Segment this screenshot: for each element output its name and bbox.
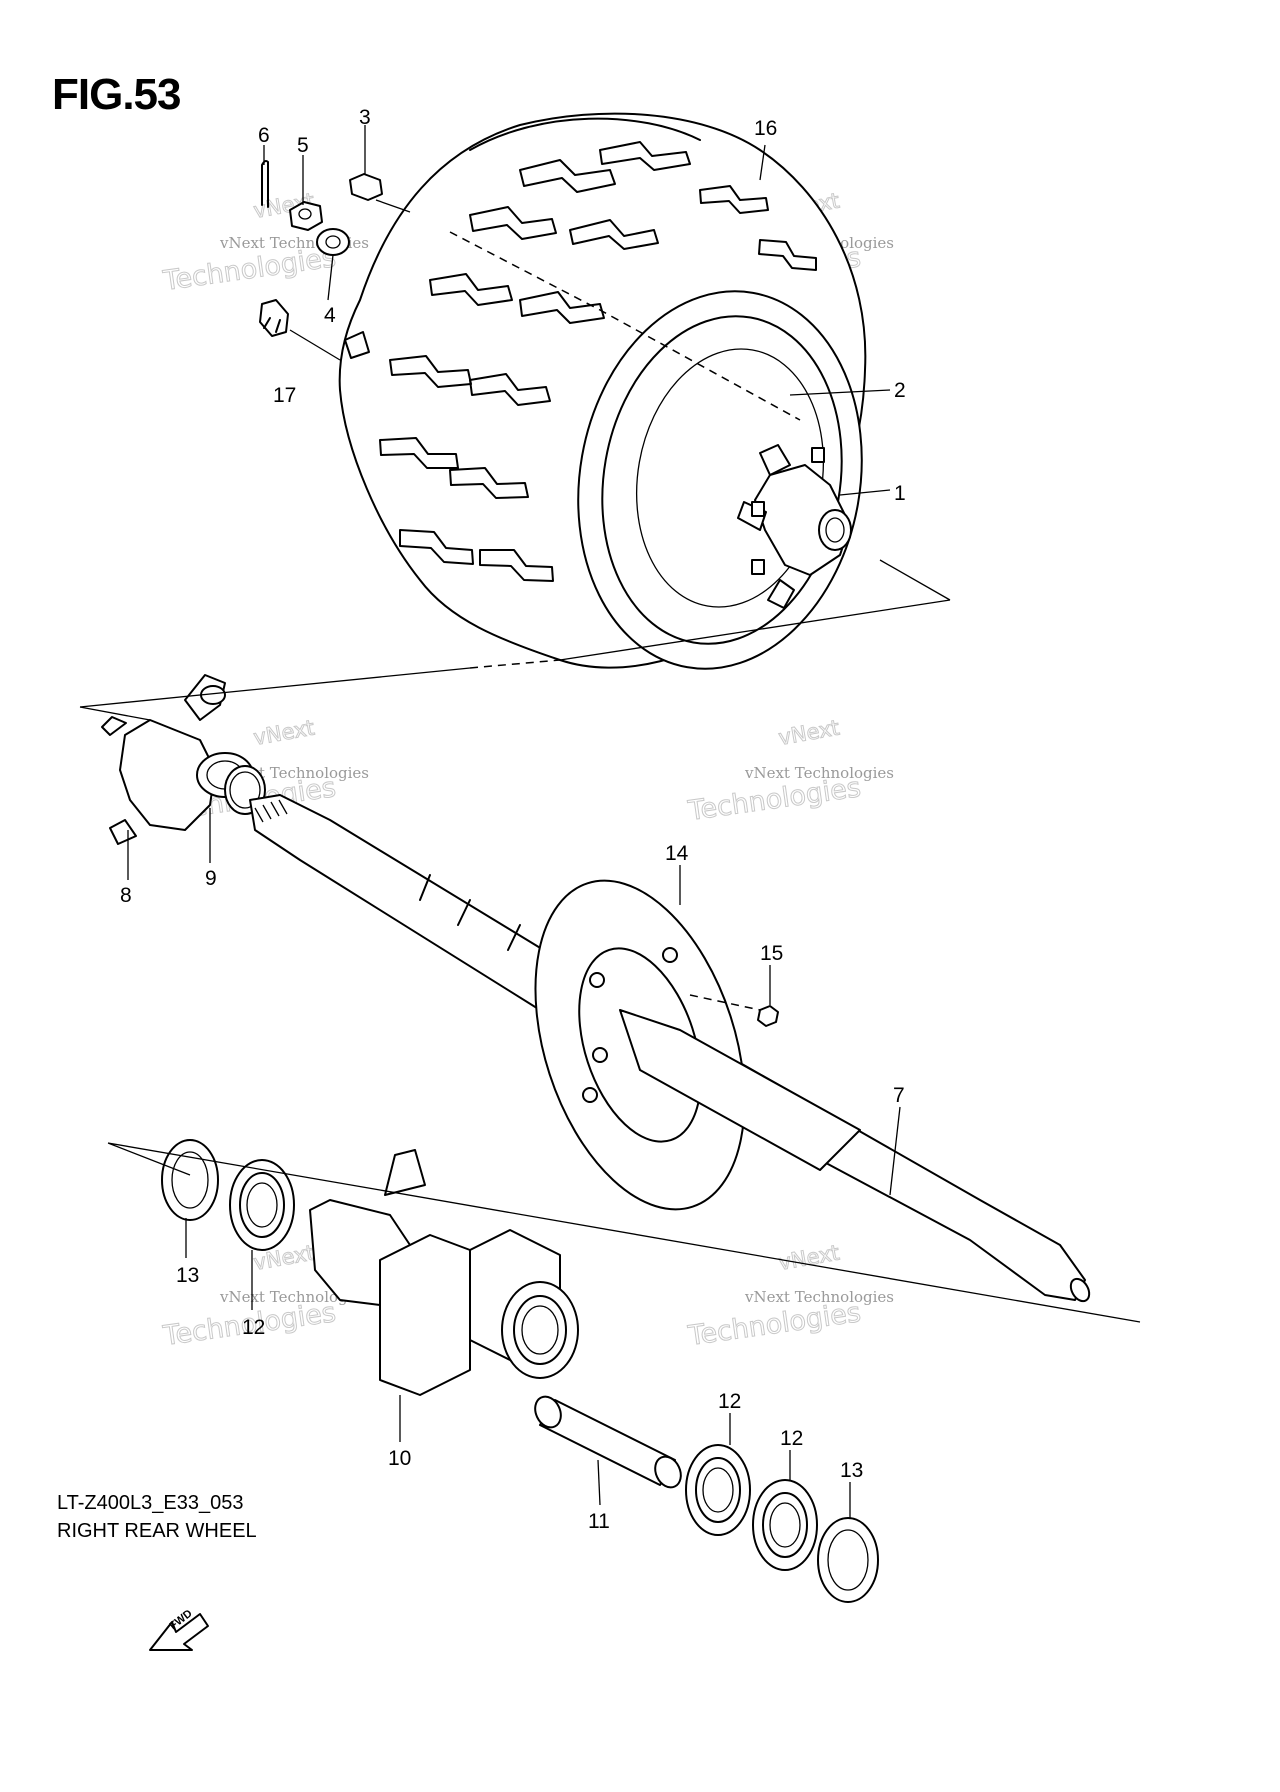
figure-name: RIGHT REAR WHEEL (57, 1520, 257, 1542)
figure-code: LT-Z400L3_E33_053 (57, 1492, 244, 1514)
callout-13-right: 13 (840, 1459, 863, 1482)
callout-12-left: 12 (242, 1316, 265, 1339)
spacer-11 (534, 1395, 682, 1489)
callout-10: 10 (388, 1447, 411, 1470)
callout-14: 14 (665, 842, 689, 865)
callout-11: 11 (588, 1510, 610, 1533)
callout-5: 5 (297, 134, 309, 157)
axle-housing-10 (309, 1149, 579, 1396)
callout-labels: 6 5 3 4 17 16 2 1 8 9 14 15 7 13 12 10 1… (120, 106, 906, 1533)
hub-part-8 (101, 674, 266, 845)
tire-wheel (338, 112, 867, 670)
callout-12-right-b: 12 (780, 1427, 803, 1450)
callout-16: 16 (754, 117, 777, 140)
brake-disc-14 (534, 879, 861, 1211)
watermark-vnext: vNext (777, 1241, 842, 1275)
callout-3: 3 (359, 106, 371, 129)
callout-1: 1 (894, 482, 906, 505)
hardware-top (259, 160, 383, 337)
callout-8: 8 (120, 884, 132, 907)
watermark-vnext: vNext (777, 716, 842, 750)
callout-6: 6 (258, 124, 270, 147)
callout-12-right-a: 12 (718, 1390, 741, 1413)
callout-13-left: 13 (176, 1264, 199, 1287)
watermark-line: vNext Technologies (744, 764, 894, 782)
forward-direction-arrow: FWD (149, 1607, 209, 1651)
assembly-lines (79, 125, 1141, 1518)
watermark-line: vNext Technologies (744, 1288, 894, 1306)
callout-2: 2 (894, 379, 906, 402)
callout-9: 9 (205, 867, 217, 890)
figure-title: FIG.53 (52, 70, 181, 119)
hub-part-1 (737, 444, 852, 609)
watermark-line: vNext Technologies (219, 1288, 369, 1306)
callout-17: 17 (273, 384, 296, 407)
watermark-vnext: vNext (252, 716, 317, 750)
callout-4: 4 (324, 304, 336, 327)
callout-15: 15 (760, 942, 783, 965)
callout-7: 7 (893, 1084, 905, 1107)
